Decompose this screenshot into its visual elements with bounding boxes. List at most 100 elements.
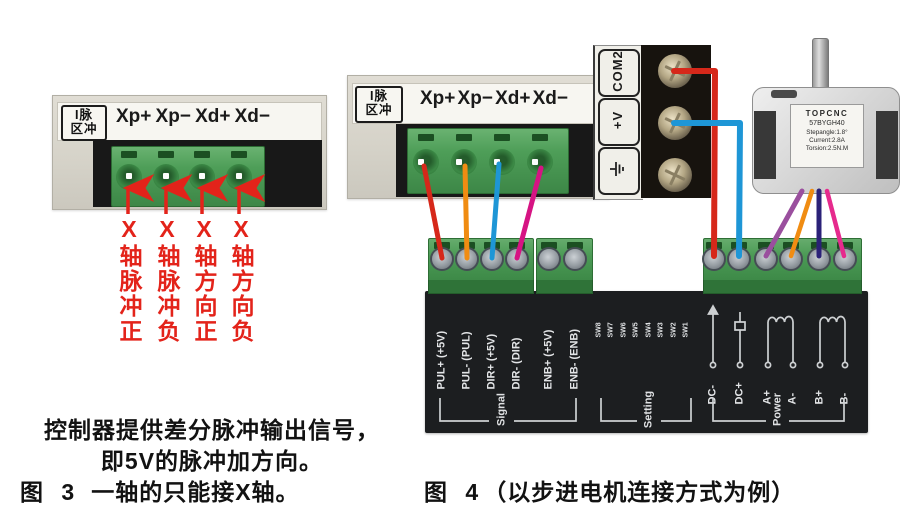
fig4-pin-dot-4 — [532, 159, 538, 165]
fig4-pin-dot-3 — [494, 159, 500, 165]
fig4-terminal-xd-minus: Xd− — [532, 88, 568, 109]
slot-a-plus — [758, 242, 774, 249]
dc-minus-arrow-icon — [707, 304, 719, 315]
motor-nameplate: TOPCNC 57BYGH40 Stepangle:1.8° Current:2… — [790, 104, 864, 168]
fig4-terminal-xp-minus: Xp− — [457, 88, 493, 109]
dc-minus-node — [709, 361, 717, 369]
fig3-terminal-xd-minus: Xd− — [234, 106, 270, 127]
fig4-caption-number: 图 4 — [424, 479, 480, 505]
board-silkscreen — [439, 304, 849, 422]
power-label-box-ground — [598, 147, 640, 195]
fig4-wire-slot-2 — [456, 134, 472, 141]
fig4-port-label-line1: I脉 — [370, 89, 388, 103]
setting-bracket-left — [600, 398, 637, 422]
wires — [421, 68, 847, 261]
signal-bracket-right — [514, 398, 577, 422]
pin-enb-plus — [537, 247, 561, 271]
phase-b-coil-icon — [819, 315, 846, 362]
fig4-wire-slot-1 — [418, 134, 434, 141]
fig4-caption-text: （以步进电机连接方式为例） — [483, 479, 796, 505]
fig3-terminal-xd-plus: Xd+ — [195, 106, 231, 127]
wire-com2-to-dc-minus — [671, 68, 718, 259]
fig4-caption: 图 4 （以步进电机连接方式为例） — [424, 473, 795, 507]
slot-dir-minus — [509, 242, 525, 249]
power-bracket-left — [712, 398, 766, 422]
power-screw-ground — [658, 158, 692, 192]
fig4-green-connector — [407, 128, 569, 194]
driver-enable-terminal-skirt — [536, 280, 593, 294]
fig4-pin-dot-1 — [418, 159, 424, 165]
fig4-wire-slot-4 — [532, 134, 548, 141]
fig4-terminal-labels: Xp+ Xp− Xd+ Xd− — [420, 88, 568, 110]
wire-motor-b-minus — [824, 188, 847, 259]
fig3-wire-slot-2 — [158, 151, 174, 158]
phase-a-coil-icon — [767, 315, 794, 362]
fig3-wire-slot-4 — [231, 151, 247, 158]
fig3-wire-slot-3 — [194, 151, 210, 158]
fig3-wire-slot-1 — [121, 151, 137, 158]
power-label-box-plus-v — [598, 98, 640, 146]
slot-enb-plus — [541, 242, 557, 249]
pin-a-plus — [754, 247, 778, 271]
b-minus-node — [841, 361, 849, 369]
power-label-box-com2 — [598, 49, 640, 97]
driver-signal-terminal-skirt — [428, 280, 534, 294]
wire-xd-minus-to-dir-minus — [514, 165, 544, 261]
wire-plus-v-to-dc-plus — [671, 120, 743, 259]
caption-intro-line1: 控制器提供差分脉冲输出信号， — [44, 417, 380, 443]
wire-motor-a-plus — [763, 188, 805, 259]
motor-model: 57BYGH40 — [809, 120, 845, 127]
fig3-terminal-xp-minus: Xp− — [155, 106, 191, 127]
fig3-annotation-x-pulse-plus: X轴脉冲正 — [116, 216, 142, 344]
motor-top-connector-nub — [771, 90, 797, 98]
dc-plus-node — [736, 361, 744, 369]
earth-ground-icon — [609, 160, 625, 178]
caption-intro-line2: 即5V的脉冲加方向。 — [100, 448, 324, 474]
pin-enb-minus — [563, 247, 587, 271]
fig3-annotation-x-pulse-minus: X轴脉冲负 — [154, 216, 180, 344]
motor-brand: TOPCNC — [805, 109, 849, 118]
fig4-terminal-xp-plus: Xp+ — [420, 88, 456, 109]
motor-side-block-left — [754, 111, 776, 179]
setting-bracket-right — [661, 398, 692, 422]
fig3-port-label-box: I脉 区冲 — [61, 105, 107, 141]
slot-enb-minus — [567, 242, 583, 249]
a-minus-node — [789, 361, 797, 369]
fig3-annotation-x-dir-plus: X轴方向正 — [191, 216, 217, 344]
fig3-terminal-xp-plus: Xp+ — [116, 106, 152, 127]
stepper-motor-body: TOPCNC 57BYGH40 Stepangle:1.8° Current:2… — [752, 87, 900, 194]
fig4-port-label-line2: 区冲 — [365, 103, 393, 117]
power-bracket-right — [789, 398, 845, 422]
earth-ground-glyph — [610, 162, 624, 176]
fig4-wire-slot-3 — [494, 134, 510, 141]
b-plus-node — [816, 361, 824, 369]
fig3-port-label-line2: 区冲 — [70, 122, 98, 136]
fig3-caption-number: 图 3 — [20, 479, 76, 505]
fig3-caption: 图 3 一轴的只能接X轴。 — [20, 473, 300, 507]
fig3-arrows — [122, 174, 266, 214]
fig3-terminal-labels: Xp+ Xp− Xd+ Xd− — [116, 106, 270, 128]
fig3-annotation-x-dir-minus: X轴方向负 — [228, 216, 254, 344]
signal-bracket-left — [439, 398, 489, 422]
fig4-port-label-box: I脉 区冲 — [355, 86, 403, 123]
driver-power-terminal-skirt — [703, 280, 862, 294]
fig4-pin-hole-3 — [489, 149, 515, 175]
wire-xd-plus-to-dir-plus — [489, 161, 502, 261]
fig3-caption-text: 一轴的只能接X轴。 — [91, 479, 300, 505]
fig4-terminal-xd-plus: Xd+ — [495, 88, 531, 109]
slot-b-minus — [837, 242, 853, 249]
power-block-label-strip — [593, 45, 643, 200]
dc-plus-battery-icon — [734, 312, 746, 362]
fig3-port-label-line1: I脉 — [75, 108, 93, 122]
motor-spec-current: Current:2.8A — [809, 137, 845, 144]
motor-spec-stepangle: Stepangle:1.8° — [806, 129, 848, 136]
wire-motor-a-minus — [788, 188, 815, 259]
motor-side-block-right — [876, 111, 898, 179]
fig4-pin-dot-2 — [456, 159, 462, 165]
motor-spec-torsion: Torsion:2.5N.M — [805, 145, 849, 152]
wire-xp-plus-to-pul-plus — [421, 163, 445, 261]
a-plus-node — [764, 361, 772, 369]
slot-a-minus — [783, 242, 799, 249]
